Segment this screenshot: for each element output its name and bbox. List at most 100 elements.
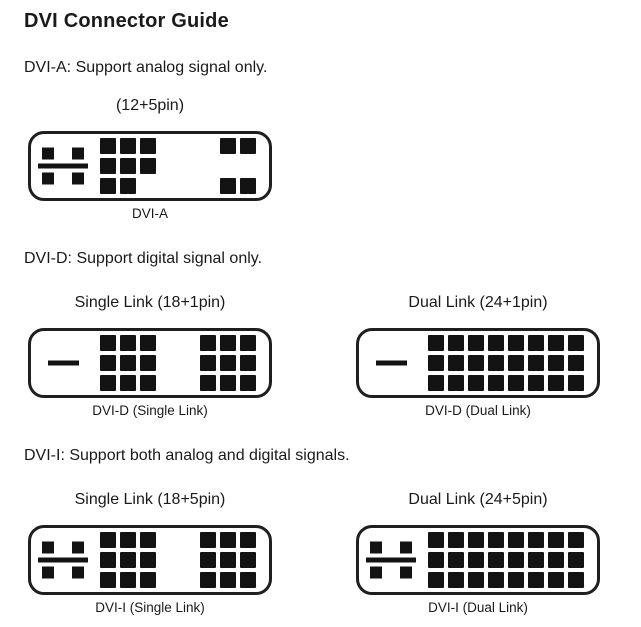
pin [428, 572, 444, 588]
analog-pin [400, 541, 412, 554]
pin [508, 335, 524, 351]
pin [200, 552, 216, 568]
pin [120, 178, 136, 194]
connector-body-dvi-i-dual [356, 525, 600, 595]
pin-slot-empty [180, 552, 196, 568]
pin [448, 355, 464, 371]
pin-grid [100, 138, 256, 194]
pin [140, 355, 156, 371]
analog-pin-row [370, 566, 412, 579]
pin-slot-empty [160, 335, 176, 351]
pin [448, 375, 464, 391]
pin [220, 178, 236, 194]
analog-pin [370, 541, 382, 554]
pin [468, 572, 484, 588]
pin [448, 335, 464, 351]
connector-heading: (12+5pin) [115, 97, 185, 114]
pin [528, 375, 544, 391]
section-dvi-i: DVI-I: Support both analog and digital s… [0, 447, 641, 616]
pin [548, 375, 564, 391]
pin [428, 355, 444, 371]
analog-pin [72, 566, 84, 579]
pin [220, 375, 236, 391]
connector-figure-dvi-i-dual: Dual Link (24+5pin) DVI-I (Dual Link) [356, 491, 600, 616]
pin [488, 552, 504, 568]
pin [120, 138, 136, 154]
pin-slot-empty [220, 158, 236, 174]
pin-slot-empty [160, 138, 176, 154]
ground-blade [38, 163, 88, 169]
pin [200, 532, 216, 548]
pin-slot-empty [180, 355, 196, 371]
pin [220, 138, 236, 154]
connector-row-dvi-d: Single Link (18+1pin) DVI-D (Single Link… [0, 294, 641, 419]
connector-body-dvi-d-dual [356, 328, 600, 398]
pin [120, 355, 136, 371]
analog-contact-block [38, 541, 88, 579]
pin [528, 572, 544, 588]
pin-slot-empty [200, 138, 216, 154]
pin [240, 552, 256, 568]
pin [428, 375, 444, 391]
pin [508, 572, 524, 588]
pin [508, 532, 524, 548]
connector-row-dvi-i: Single Link (18+5pin) DVI-I (Single Link… [0, 491, 641, 616]
flat-blade [376, 360, 407, 366]
analog-pin [42, 147, 54, 160]
pin-slot-empty [160, 572, 176, 588]
pin [120, 572, 136, 588]
pin [488, 335, 504, 351]
pin [200, 375, 216, 391]
pin [120, 375, 136, 391]
pin [548, 335, 564, 351]
pin-slot-empty [180, 158, 196, 174]
pin [200, 335, 216, 351]
pin [140, 375, 156, 391]
analog-pin-row [42, 566, 84, 579]
connector-heading: Single Link (18+5pin) [74, 491, 226, 508]
pin [120, 158, 136, 174]
pin [488, 355, 504, 371]
pin [100, 335, 116, 351]
connector-caption: DVI-I (Dual Link) [428, 600, 528, 615]
pin [468, 335, 484, 351]
pin [140, 335, 156, 351]
pin-slot-empty [180, 178, 196, 194]
connector-body-dvi-i-single [28, 525, 272, 595]
connector-body-dvi-d-single [28, 328, 272, 398]
pin [100, 355, 116, 371]
pin [488, 375, 504, 391]
pin [448, 532, 464, 548]
pin [528, 335, 544, 351]
pin [468, 375, 484, 391]
pin [488, 532, 504, 548]
pin [528, 552, 544, 568]
ground-blade [366, 557, 416, 563]
connector-caption: DVI-A [131, 206, 168, 221]
section-dvi-i-description: DVI-I: Support both analog and digital s… [24, 447, 350, 464]
pin [548, 572, 564, 588]
pin [488, 572, 504, 588]
ground-blade [38, 557, 88, 563]
connector-caption: DVI-I (Single Link) [95, 600, 205, 615]
pin [140, 138, 156, 154]
pin-slot-empty [180, 572, 196, 588]
analog-pin [72, 147, 84, 160]
connector-heading: Dual Link (24+1pin) [408, 294, 548, 311]
pin [140, 552, 156, 568]
pin [140, 158, 156, 174]
analog-pin [42, 172, 54, 185]
pin [100, 552, 116, 568]
pin [528, 355, 544, 371]
pin [428, 532, 444, 548]
analog-pin [72, 541, 84, 554]
pin-slot-empty [180, 532, 196, 548]
pin [220, 355, 236, 371]
pin-slot-empty [240, 158, 256, 174]
pin [468, 532, 484, 548]
pin [100, 375, 116, 391]
pin [120, 532, 136, 548]
pin [100, 158, 116, 174]
pin-slot-empty [160, 158, 176, 174]
connector-caption: DVI-D (Single Link) [92, 403, 208, 418]
